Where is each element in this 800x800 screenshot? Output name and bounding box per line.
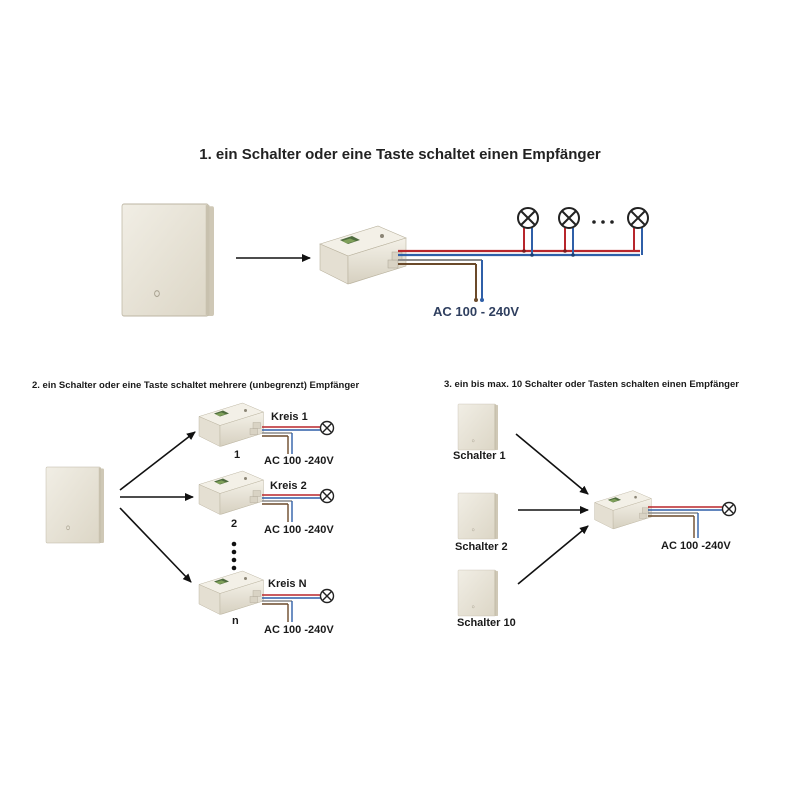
lamp-icon [721, 501, 737, 517]
receiver-number-n: n [232, 615, 239, 627]
receiver-group-2 [198, 470, 335, 522]
section-1 [121, 203, 649, 317]
circuit-label-n: Kreis N [268, 578, 307, 590]
switch-label-2: Schalter 2 [455, 541, 508, 553]
lamp-icon [517, 207, 539, 229]
section-3-title: 3. ein bis max. 10 Schalter oder Tasten … [444, 379, 739, 390]
lamp-icon [319, 588, 335, 604]
wall-switch-icon [457, 492, 499, 540]
signal-arrow [515, 433, 589, 495]
signal-arrow [517, 525, 589, 585]
voltage-label-n: AC 100 -240V [264, 624, 334, 636]
lamp-icon [558, 207, 580, 229]
receiver-group-n [198, 570, 335, 622]
receiver-number-1: 1 [234, 449, 241, 461]
circuit-label-1: Kreis 1 [271, 411, 308, 423]
wall-switch-icon [457, 403, 499, 451]
lamp-icon [319, 488, 335, 504]
switch-label-1: Schalter 1 [453, 450, 506, 462]
voltage-label-1: AC 100 -240V [264, 455, 334, 467]
receiver-group-1 [198, 402, 335, 454]
section-3-voltage-label: AC 100 -240V [661, 540, 731, 552]
section-1-title: 1. ein Schalter oder eine Taste schaltet… [199, 146, 601, 163]
relay-receiver-icon [594, 490, 652, 530]
relay-receiver-icon [198, 470, 264, 515]
receiver-number-2: 2 [231, 518, 238, 530]
wall-switch-icon [121, 203, 215, 317]
wiring-section-1 [398, 228, 643, 302]
section-2-title: 2. ein Schalter oder eine Taste schaltet… [32, 380, 360, 391]
relay-receiver-icon [319, 225, 407, 285]
ellipsis-dots-icon [231, 541, 237, 571]
wiring-section-3 [648, 506, 723, 538]
section-1-voltage-label: AC 100 - 240V [433, 304, 519, 319]
relay-receiver-icon [198, 402, 264, 447]
section-2 [45, 402, 335, 622]
relay-receiver-icon [198, 570, 264, 615]
ellipsis-dots-icon [592, 220, 614, 224]
circuit-label-2: Kreis 2 [270, 480, 307, 492]
wall-switch-icon [45, 466, 105, 544]
lamp-icon [319, 420, 335, 436]
lamp-icon [627, 207, 649, 229]
signal-arrow [119, 431, 196, 491]
switch-label-10: Schalter 10 [457, 617, 516, 629]
voltage-label-2: AC 100 -240V [264, 524, 334, 536]
wall-switch-icon [457, 569, 499, 617]
signal-arrow [119, 507, 192, 583]
section-3 [457, 403, 737, 617]
